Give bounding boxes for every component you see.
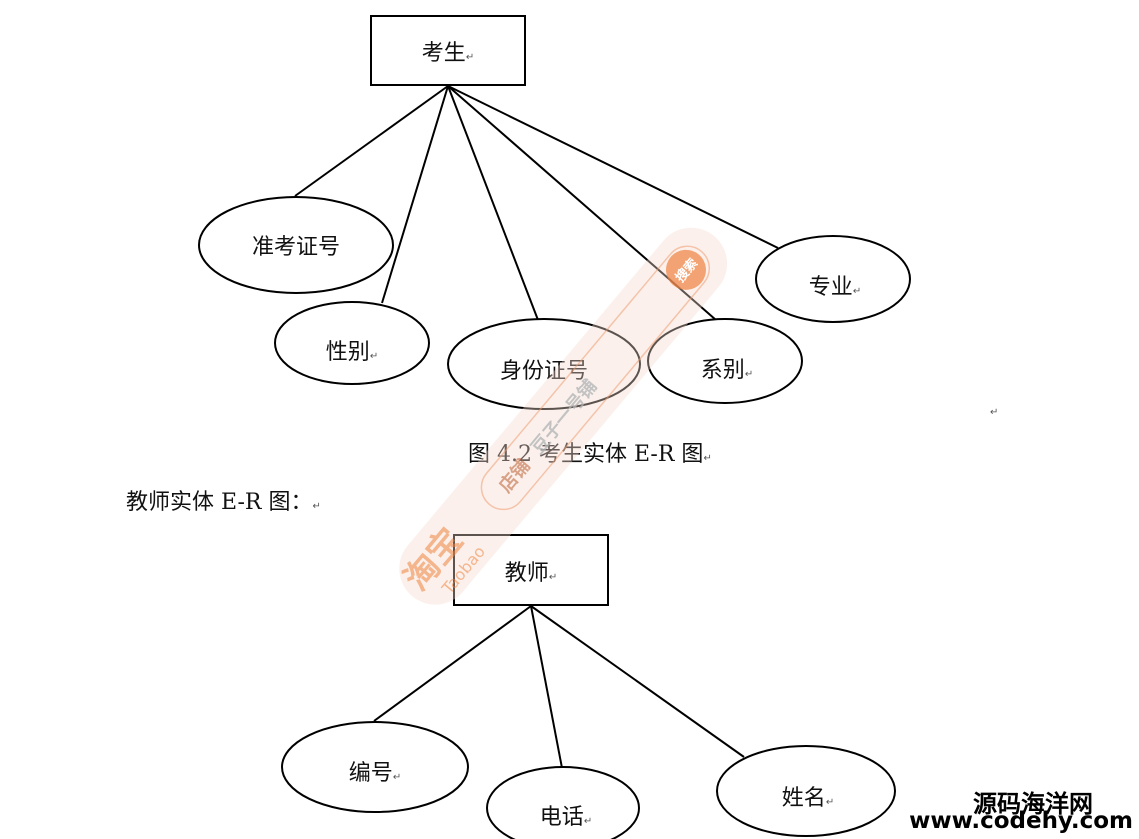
site-watermark-url: www.codehy.com [909,808,1133,834]
teacher-er-diagram: 教师↵ 编号↵ 电话↵ 姓名↵ [281,534,896,839]
entity-teacher-box [453,534,609,606]
attr-gender [274,301,430,385]
attr-teacher-name-label: 姓名↵ [782,786,834,811]
edge-student-major [447,85,779,249]
figure-caption: 图 4.2 考生实体 E-R 图↵ [468,444,712,466]
attr-admission-no [198,196,394,294]
entity-teacher-label: 教师↵ [505,561,557,586]
edge-student-gender [381,85,449,304]
figure-caption-text: 图 4.2 考生实体 E-R 图 [468,442,704,467]
site-watermark-name: 源码海洋网 [973,790,1093,818]
student-er-diagram: 考生↵ 准考证号 性别↵ 身份证号 系别↵ 专业↵ [198,15,911,410]
attr-teacher-phone [486,766,640,839]
attr-admission-no-label: 准考证号 [252,235,340,260]
edge-teacher-phone [530,605,563,769]
edge-student-admission [294,85,449,197]
edge-student-department [447,85,717,321]
edge-student-idcard [447,85,539,321]
entity-student-label: 考生↵ [422,41,474,66]
section-heading-text: 教师实体 E-R 图： [126,490,313,515]
attr-teacher-phone-label: 电话↵ [540,805,592,830]
edge-teacher-number [373,605,532,722]
attr-id-card-label: 身份证号 [500,359,588,384]
section-heading-mark: ↵ [312,501,321,512]
attr-major [755,235,911,323]
section-heading: 教师实体 E-R 图：↵ [126,492,321,514]
attr-teacher-number [281,721,469,813]
attr-gender-label: 性别↵ [326,340,378,365]
entity-student-box [370,15,526,86]
attr-teacher-name [716,745,896,837]
figure-caption-mark: ↵ [703,453,712,464]
attr-major-label: 专业↵ [809,275,861,300]
stray-paragraph-mark: ↵ [990,407,999,418]
edge-teacher-name [530,605,745,758]
attr-teacher-number-label: 编号↵ [349,761,401,786]
